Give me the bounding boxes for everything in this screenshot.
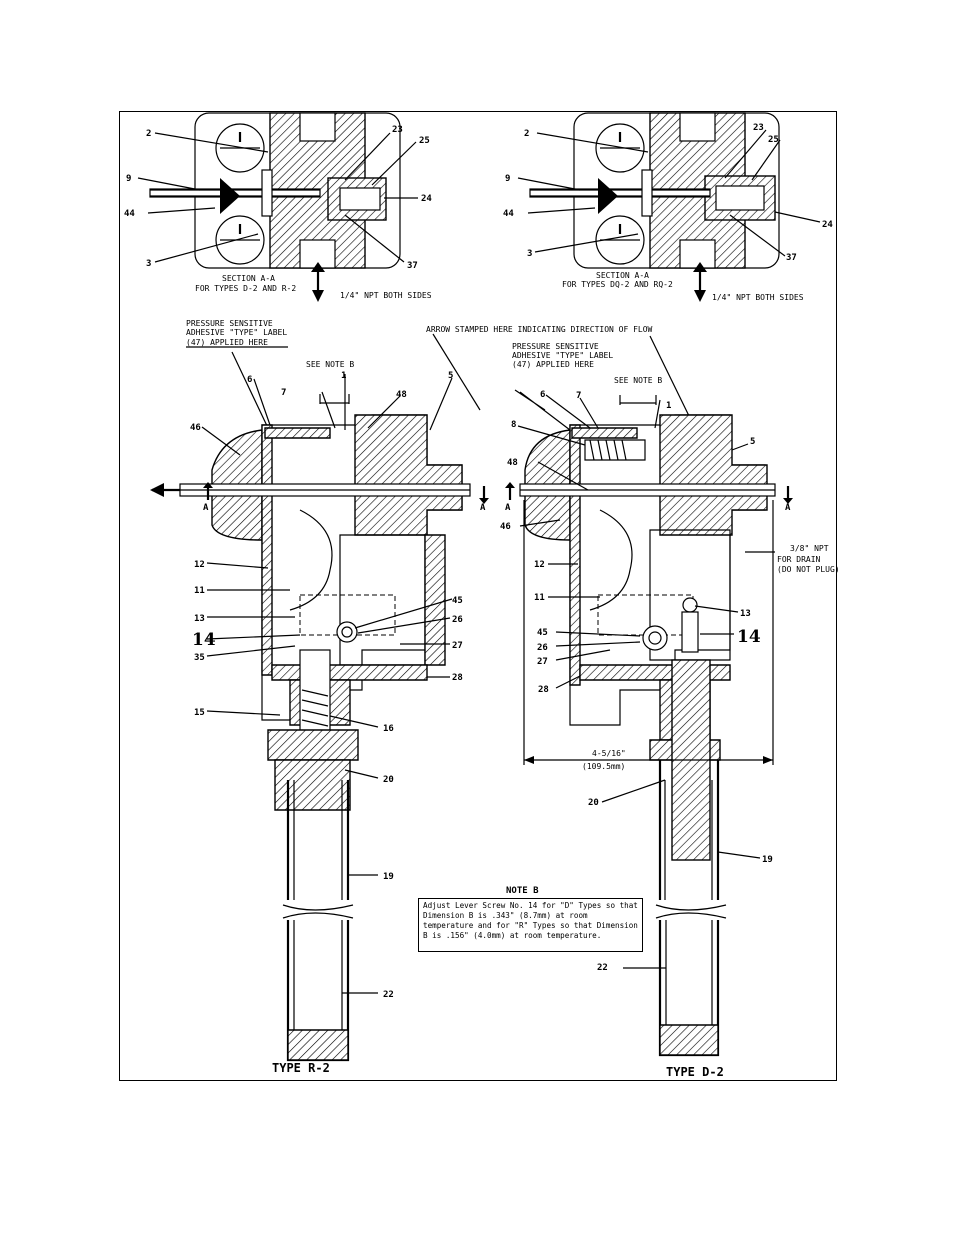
tl-caption-2: FOR TYPES D-2 AND R-2 — [195, 284, 296, 293]
type-d2-assembly — [432, 333, 793, 1057]
tl-caption-1: SECTION A-A — [222, 274, 275, 283]
lv-label-note-1: PRESSURE SENSITIVE — [186, 319, 273, 328]
tr-label-23: 23 — [753, 123, 764, 133]
section-aa-left — [137, 112, 418, 302]
lv-section-a-right: A — [480, 503, 486, 513]
rv-part-20: 20 — [588, 798, 599, 808]
rv-arrow-note: ARROW STAMPED HERE INDICATING DIRECTION … — [426, 325, 653, 334]
tl-label-3: 3 — [146, 259, 151, 269]
tr-label-9: 9 — [505, 174, 510, 184]
rv-part-11: 11 — [534, 593, 545, 603]
note-title: NOTE B — [506, 886, 539, 896]
tl-label-9: 9 — [126, 174, 131, 184]
rv-part-12: 12 — [534, 560, 545, 570]
rv-part-13: 13 — [740, 609, 751, 619]
rv-drain-1: 3/8" NPT — [790, 544, 829, 553]
lv-part-35: 35 — [194, 653, 205, 663]
lv-part-7: 7 — [281, 388, 286, 398]
lv-label-note-2: ADHESIVE "TYPE" LABEL — [186, 328, 287, 337]
tr-caption-1: SECTION A-A — [596, 271, 649, 280]
tl-label-2: 2 — [146, 129, 151, 139]
lv-part-1: 1 — [341, 371, 346, 381]
tr-caption-2: FOR TYPES DQ-2 AND RQ-2 — [562, 280, 673, 289]
rv-dim-1: 4-5/16" — [592, 749, 626, 758]
tl-npt: 1/4" NPT BOTH SIDES — [340, 291, 432, 300]
rv-section-a-left: A — [505, 503, 511, 513]
lv-part-46: 46 — [190, 423, 201, 433]
note-b-box: Adjust Lever Screw No. 14 for "D" Types … — [418, 898, 643, 952]
lv-part-28: 28 — [452, 673, 463, 683]
rv-part-26: 26 — [537, 643, 548, 653]
lv-part-13: 13 — [194, 614, 205, 624]
note-b-text: Adjust Lever Screw No. 14 for "D" Types … — [423, 901, 638, 940]
drawing-frame — [119, 111, 837, 1081]
rv-part-8: 8 — [511, 420, 516, 430]
tl-label-44: 44 — [124, 209, 135, 219]
rv-type-title: TYPE D-2 — [666, 1065, 724, 1079]
type-r2-assembly — [150, 346, 489, 1062]
lv-see-note: SEE NOTE B — [306, 360, 354, 369]
lv-part-19: 19 — [383, 872, 394, 882]
rv-drain-2: FOR DRAIN — [777, 555, 821, 564]
tr-label-44: 44 — [503, 209, 514, 219]
rv-part-27: 27 — [537, 657, 548, 667]
rv-part-1: 1 — [666, 401, 671, 411]
lv-part-20: 20 — [383, 775, 394, 785]
lv-part-16: 16 — [383, 724, 394, 734]
lv-type-title: TYPE R-2 — [272, 1061, 330, 1075]
rv-part-48: 48 — [507, 458, 518, 468]
tr-label-37: 37 — [786, 253, 797, 263]
rv-dim-2: (109.5mm) — [582, 762, 625, 771]
lv-part-15: 15 — [194, 708, 205, 718]
tl-label-23: 23 — [392, 125, 403, 135]
tr-label-24: 24 — [822, 220, 833, 230]
tr-label-25: 25 — [768, 135, 779, 145]
rv-part-45: 45 — [537, 628, 548, 638]
section-aa-right — [517, 112, 821, 302]
lv-part-27: 27 — [452, 641, 463, 651]
lv-part-45: 45 — [452, 596, 463, 606]
rv-part-6: 6 — [540, 390, 545, 400]
rv-part-5: 5 — [750, 437, 755, 447]
tl-label-37: 37 — [407, 261, 418, 271]
lv-section-a-left: A — [203, 503, 209, 513]
rv-see-note: SEE NOTE B — [614, 376, 662, 385]
tr-label-3: 3 — [527, 249, 532, 259]
lv-part-12: 12 — [194, 560, 205, 570]
tr-npt: 1/4" NPT BOTH SIDES — [712, 293, 804, 302]
lv-part-48: 48 — [396, 390, 407, 400]
tr-label-2: 2 — [524, 129, 529, 139]
rv-section-a-right: A — [785, 503, 791, 513]
rv-drain-3: (DO NOT PLUG) — [777, 565, 840, 574]
lv-part-11: 11 — [194, 586, 205, 596]
rv-label-note-3: (47) APPLIED HERE — [512, 360, 594, 369]
rv-part-46: 46 — [500, 522, 511, 532]
lv-part-26: 26 — [452, 615, 463, 625]
lv-part-5: 5 — [448, 371, 453, 381]
lv-part-6: 6 — [247, 375, 252, 385]
tl-label-24: 24 — [421, 194, 432, 204]
tl-label-25: 25 — [419, 136, 430, 146]
rv-label-note-2: ADHESIVE "TYPE" LABEL — [512, 351, 613, 360]
rv-part-7: 7 — [576, 391, 581, 401]
rv-part-19: 19 — [762, 855, 773, 865]
rv-part-22: 22 — [597, 963, 608, 973]
rv-label-note-1: PRESSURE SENSITIVE — [512, 342, 599, 351]
lv-label-note-3: (47) APPLIED HERE — [186, 338, 268, 347]
rv-part-28: 28 — [538, 685, 549, 695]
lv-part-22: 22 — [383, 990, 394, 1000]
rv-part-14: 14 — [737, 627, 761, 647]
lv-part-14: 14 — [192, 630, 216, 650]
